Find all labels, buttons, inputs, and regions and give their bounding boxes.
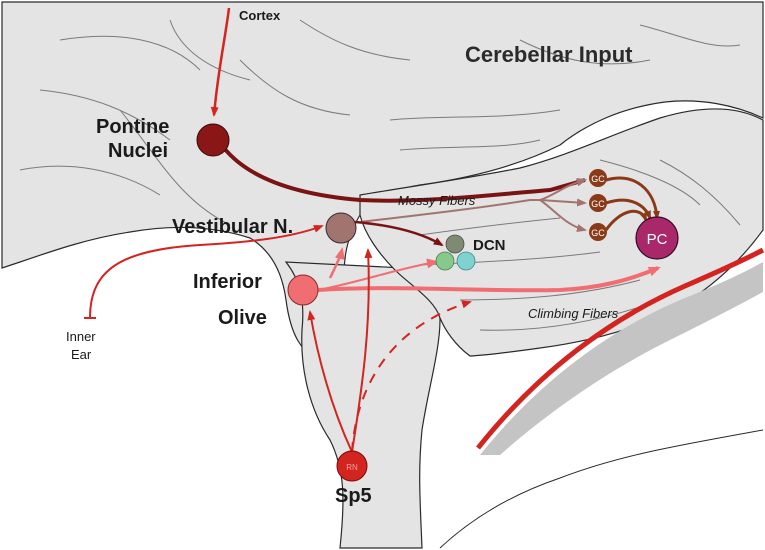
inferior-olive-node — [287, 274, 319, 306]
cortex-folds — [19, 19, 741, 226]
pontine-label-line2: Nuclei — [108, 140, 168, 162]
diagram-title: Cerebellar Input — [465, 42, 633, 67]
inner-ear-to-vestibular-path — [83, 225, 324, 320]
outer-contour — [439, 429, 764, 549]
gc-node-3-label: GC — [591, 228, 605, 238]
inferior-olive-label-line1: Inferior — [193, 271, 262, 293]
gc-node-2 — [589, 194, 607, 212]
granule-cells: GC GC GC — [589, 169, 607, 241]
gc-node-1-label: GC — [591, 174, 605, 184]
dcn-node-cyan — [456, 251, 476, 271]
purkinje-cell-node — [635, 216, 679, 260]
gc-node-1 — [589, 169, 607, 187]
sp5-node — [336, 450, 368, 482]
cortex-to-pontine-path — [210, 7, 231, 117]
dcn-label: DCN — [473, 237, 506, 254]
dcn-node-green — [435, 251, 455, 271]
brainstem — [284, 261, 441, 549]
mossy-fibers-label: Mossy Fibers — [398, 193, 476, 208]
olive-to-vestibular-path — [328, 247, 345, 279]
sp5-dashed-path — [351, 300, 472, 453]
pontine-mossy-fiber-path — [222, 146, 587, 203]
mossy-fiber-branches — [359, 178, 587, 232]
inner-ear-label-line1: Inner — [66, 329, 96, 344]
dcn-node-gray — [445, 234, 465, 254]
sp5-node-label: RN — [346, 463, 358, 472]
inner-ear-label-line2: Ear — [71, 347, 92, 362]
climbing-fibers-label: Climbing Fibers — [528, 306, 619, 321]
olive-to-dcn-path — [317, 258, 439, 291]
pontine-nuclei-node — [196, 123, 230, 157]
gc-node-2-label: GC — [591, 199, 605, 209]
gray-band — [480, 262, 763, 455]
cortex-label: Cortex — [239, 8, 281, 23]
purkinje-cell-label: PC — [647, 231, 668, 248]
gray-band-red-edge — [476, 247, 765, 450]
pontine-label-line1: Pontine — [96, 116, 169, 138]
inferior-olive-label-line2: Olive — [218, 307, 267, 329]
sp5-to-olive-path — [307, 310, 353, 453]
vestibular-to-dcn-path — [354, 220, 444, 247]
sp5-label: Sp5 — [335, 485, 372, 507]
vestibular-nucleus-node — [325, 212, 357, 244]
vestibular-label: Vestibular N. — [172, 216, 293, 238]
gc-to-pc-fibers — [604, 176, 660, 231]
gc-node-3 — [589, 223, 607, 241]
climbing-fiber-path — [317, 266, 661, 293]
